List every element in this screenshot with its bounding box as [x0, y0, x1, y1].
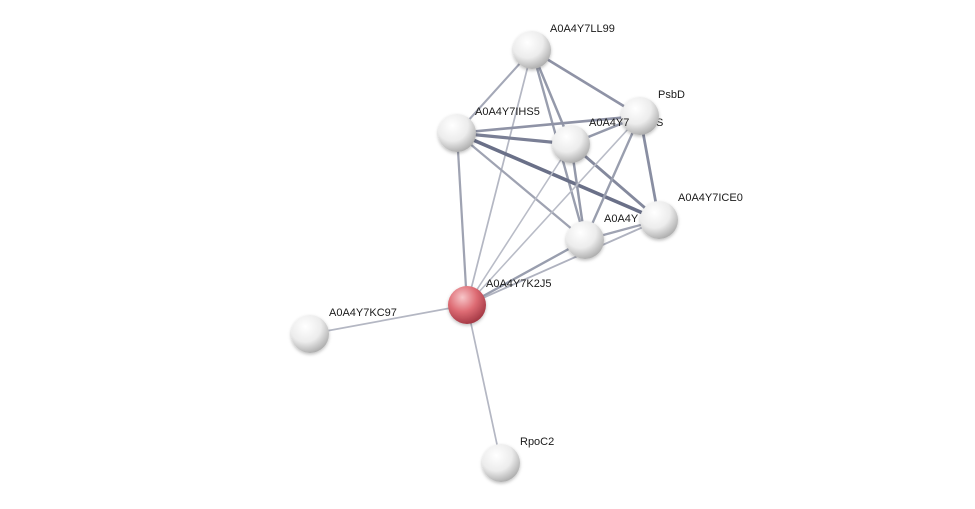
node-circle[interactable]: [513, 31, 551, 69]
node-circle[interactable]: [291, 315, 329, 353]
node-ice0[interactable]: A0A4Y7ICE0: [640, 192, 743, 239]
node-psbd[interactable]: PsbD: [621, 89, 685, 135]
node-label-tail: S: [656, 117, 663, 129]
node-hidden2[interactable]: A0A4Y: [566, 213, 639, 259]
node-label: A0A4Y7ICE0: [678, 192, 743, 204]
node-label: RpoC2: [520, 436, 554, 448]
node-circle[interactable]: [640, 201, 678, 239]
node-label: A0A4Y7: [589, 117, 629, 129]
edge-hidden1-k2j5[interactable]: [466, 143, 572, 306]
node-label: A0A4Y7KC97: [329, 307, 397, 319]
query-node-circle[interactable]: [448, 286, 486, 324]
node-ihs5[interactable]: A0A4Y7IHS5: [438, 106, 540, 152]
node-kc97[interactable]: A0A4Y7KC97: [291, 307, 397, 353]
node-hidden1[interactable]: A0A4Y7: [552, 117, 629, 163]
edge-ihs5-ice0[interactable]: [455, 131, 661, 222]
node-circle[interactable]: [438, 114, 476, 152]
node-circle[interactable]: [482, 444, 520, 482]
edge-psbd-k2j5[interactable]: [466, 115, 641, 306]
edge-ll99-k2j5[interactable]: [466, 49, 533, 306]
node-label: PsbD: [658, 89, 685, 101]
node-label: A0A4Y7K2J5: [486, 278, 551, 290]
edge-k2j5-kc97[interactable]: [309, 304, 468, 335]
edge-psbd-hidden2[interactable]: [583, 114, 642, 242]
node-circle[interactable]: [552, 125, 590, 163]
node-ll99[interactable]: A0A4Y7LL99: [513, 23, 615, 69]
edge-hidden2-k2j5[interactable]: [465, 238, 587, 307]
edge-ll99-psbd[interactable]: [530, 48, 642, 118]
node-label: A0A4Y: [604, 213, 639, 225]
node-label: A0A4Y7LL99: [550, 23, 615, 35]
edge-hidden1-ice0[interactable]: [569, 142, 661, 222]
node-k2j5[interactable]: A0A4Y7K2J5: [448, 278, 551, 324]
edge-k2j5-rpoc2[interactable]: [466, 304, 502, 464]
node-circle[interactable]: [566, 221, 604, 259]
node-circle[interactable]: [621, 97, 659, 135]
edge-ihs5-psbd[interactable]: [455, 114, 642, 135]
node-label: A0A4Y7IHS5: [475, 106, 540, 118]
node-rpoc2[interactable]: RpoC2: [482, 436, 554, 482]
edge-ice0-k2j5[interactable]: [466, 219, 660, 306]
edge-ihs5-hidden2[interactable]: [455, 131, 587, 242]
edge-ihs5-hidden1[interactable]: [455, 131, 573, 146]
edge-ihs5-k2j5[interactable]: [455, 131, 469, 307]
